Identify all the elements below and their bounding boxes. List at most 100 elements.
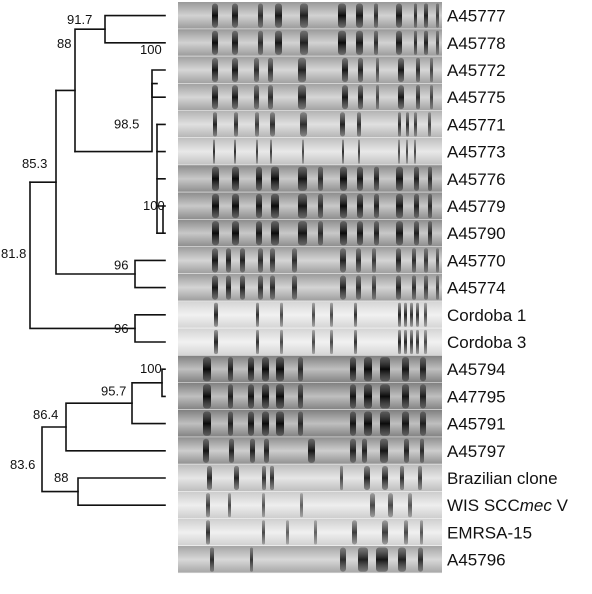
- gel-band: [424, 248, 428, 273]
- gel-band: [356, 30, 363, 55]
- gel-band: [414, 139, 416, 164]
- gel-band: [372, 248, 376, 273]
- gel-lane: [178, 56, 442, 85]
- gel-band: [396, 166, 403, 191]
- gel-band: [312, 302, 315, 327]
- gel-band: [300, 112, 307, 137]
- gel-band: [428, 112, 431, 137]
- gel-band: [340, 547, 346, 572]
- gel-band: [402, 384, 409, 409]
- gel-band: [280, 302, 283, 327]
- gel-band: [376, 57, 379, 83]
- gel-band: [410, 329, 413, 355]
- gel-band: [352, 520, 357, 545]
- isolate-label: A45797: [447, 442, 506, 461]
- gel-band: [340, 248, 346, 273]
- gel-band: [410, 302, 413, 327]
- gel-band: [404, 520, 408, 545]
- gel-band: [364, 384, 372, 409]
- gel-band: [398, 302, 401, 327]
- gel-band: [340, 166, 347, 191]
- gel-band: [270, 112, 275, 137]
- isolate-label: A45777: [447, 7, 506, 26]
- tree-branch: [29, 181, 136, 330]
- gel-band: [271, 166, 279, 191]
- gel-band: [256, 221, 262, 246]
- isolate-label: EMRSA-15: [447, 523, 532, 542]
- isolate-label: A45779: [447, 197, 506, 216]
- gel-band: [342, 139, 344, 164]
- gel-band: [396, 248, 401, 273]
- gel-lane: [178, 491, 442, 520]
- gel-band: [424, 329, 427, 355]
- gel-lane: [178, 410, 442, 438]
- gel-band: [424, 302, 427, 327]
- gel-lane: [178, 437, 442, 465]
- gel-band: [350, 384, 356, 409]
- gel-band: [271, 221, 279, 246]
- gel-band: [420, 384, 426, 409]
- gel-band: [228, 384, 233, 409]
- gel-band: [298, 57, 306, 83]
- isolate-label: A45794: [447, 360, 506, 379]
- gel-band: [416, 329, 419, 355]
- gel-band: [342, 57, 348, 83]
- gel-band: [342, 85, 348, 110]
- bootstrap-value: 95.7: [101, 383, 126, 398]
- gel-band: [430, 85, 433, 110]
- gel-band: [254, 85, 259, 110]
- isolate-label: Cordoba 3: [447, 333, 526, 352]
- gel-band: [414, 166, 419, 191]
- gel-band: [404, 438, 409, 463]
- gel-band: [424, 3, 428, 28]
- gel-band: [258, 30, 263, 55]
- gel-lanes: [178, 2, 442, 574]
- tree-branch: [77, 477, 166, 506]
- gel-band: [228, 493, 231, 518]
- gel-band: [418, 547, 423, 572]
- bootstrap-value: 100: [143, 198, 165, 213]
- gel-band: [212, 166, 219, 191]
- tree-branch: [41, 426, 79, 493]
- isolate-label: A45772: [447, 61, 506, 80]
- gel-band: [424, 275, 428, 300]
- gel-band: [340, 112, 345, 137]
- gel-lane: [178, 246, 442, 275]
- gel-band: [318, 221, 323, 246]
- gel-band: [271, 193, 279, 219]
- gel-lane: [178, 328, 442, 357]
- gel-lane: [178, 355, 442, 384]
- gel-band: [212, 57, 218, 83]
- gel-band: [308, 438, 315, 463]
- gel-band: [406, 139, 408, 164]
- gel-band: [364, 357, 372, 382]
- gel-band: [228, 411, 233, 436]
- isolate-labels: A45777A45778A45772A45775A45771A45773A457…: [447, 7, 569, 570]
- gel-band: [232, 57, 238, 83]
- gel-band: [436, 3, 439, 28]
- gel-band: [270, 465, 274, 491]
- isolate-label: A45773: [447, 143, 506, 162]
- gel-band: [268, 57, 273, 83]
- gel-band: [338, 30, 346, 55]
- gel-band: [388, 493, 393, 518]
- gel-band: [364, 465, 370, 491]
- gel-band: [254, 57, 259, 83]
- gel-band: [370, 493, 375, 518]
- gel-band: [398, 547, 406, 572]
- bootstrap-value: 85.3: [22, 156, 47, 171]
- gel-band: [212, 193, 219, 219]
- gel-band: [298, 357, 303, 382]
- gel-band: [264, 438, 269, 463]
- tree-branch: [74, 82, 153, 153]
- gel-band: [330, 329, 333, 355]
- gel-band: [382, 520, 388, 545]
- gel-band: [262, 465, 266, 491]
- gel-band: [300, 30, 308, 55]
- isolate-label: Cordoba 1: [447, 306, 526, 325]
- gel-band: [398, 112, 401, 137]
- gel-band: [298, 193, 307, 219]
- gel-band: [416, 85, 420, 110]
- gel-lane: [178, 138, 442, 166]
- gel-band: [424, 30, 428, 55]
